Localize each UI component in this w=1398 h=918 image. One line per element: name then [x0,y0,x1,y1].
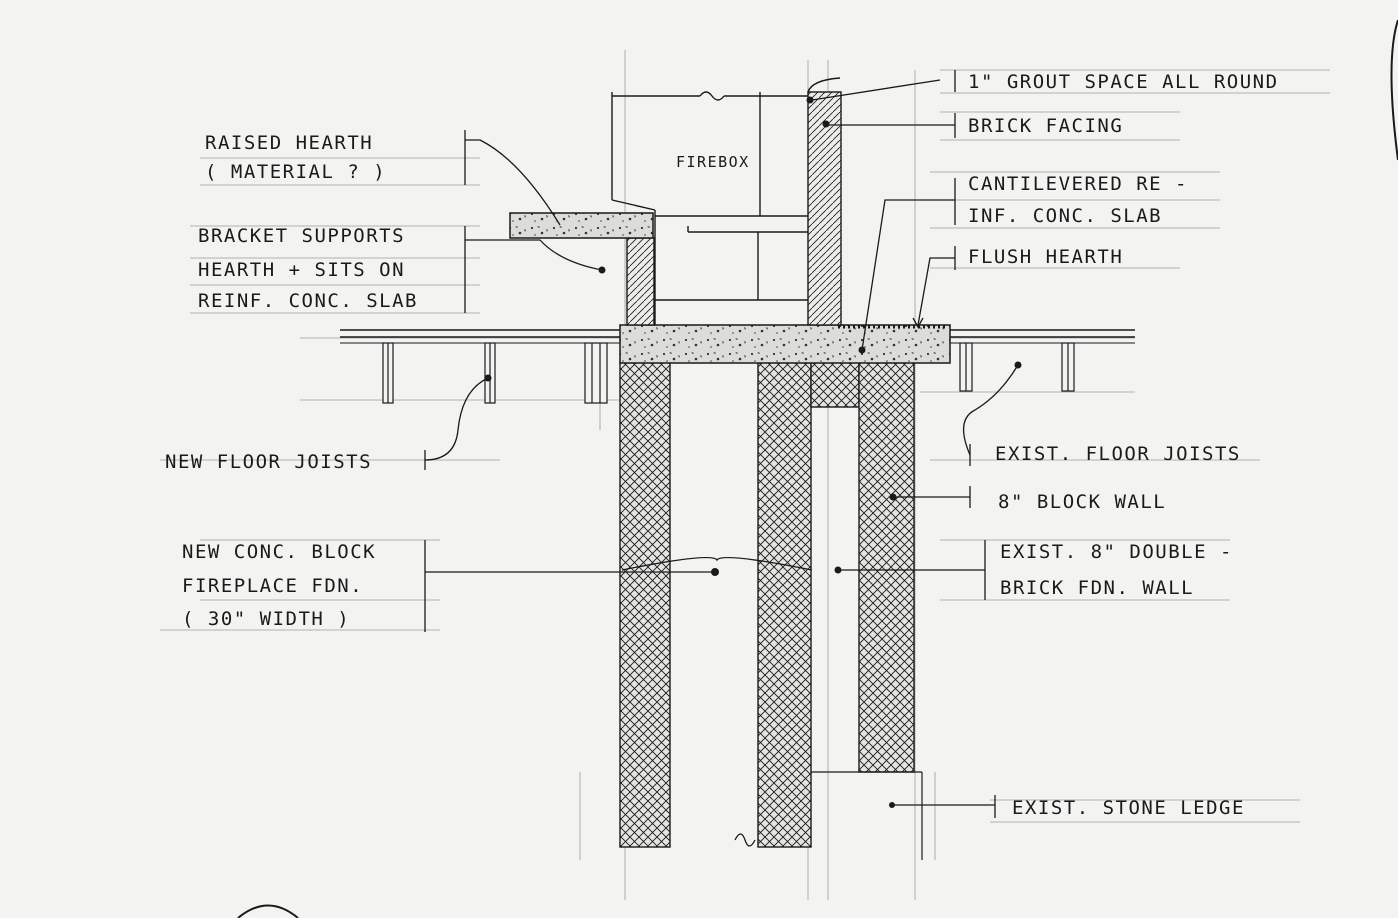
label-exist-fdn-1: EXIST. 8" DOUBLE - [1000,541,1233,563]
hearth-bracket [626,237,655,326]
label-stone-ledge: EXIST. STONE LEDGE [1012,797,1245,819]
label-bracket-1: BRACKET SUPPORTS [198,225,405,247]
label-raised-hearth-1: RAISED HEARTH [205,132,373,154]
label-new-fdn-3: ( 30" WIDTH ) [182,608,350,630]
labels: 1" GROUT SPACE ALL ROUND BRICK FACING FI… [165,71,1279,819]
stone-ledge [811,771,923,860]
label-block-wall: 8" BLOCK WALL [998,491,1166,513]
firebox-outline [611,91,808,325]
label-new-joists: NEW FLOOR JOISTS [165,451,372,473]
guide-lines [160,50,1330,900]
flush-hearth-arrow [912,317,924,329]
leader-dots [484,96,1022,808]
label-cantilevered-2: INF. CONC. SLAB [968,205,1162,227]
label-cantilevered-1: CANTILEVERED RE - [968,173,1188,195]
label-brick-facing: BRICK FACING [968,115,1123,137]
label-bracket-3: REINF. CONC. SLAB [198,290,418,312]
label-bracket-2: HEARTH + SITS ON [198,259,405,281]
label-exist-fdn-2: BRICK FDN. WALL [1000,577,1194,599]
title-bubble [237,904,299,918]
label-exist-joists: EXIST. FLOOR JOISTS [995,443,1241,465]
label-grout: 1" GROUT SPACE ALL ROUND [968,71,1279,93]
label-new-fdn-2: FIREPLACE FDN. [182,575,363,597]
edge-mark [1390,19,1398,161]
exist-floor-joists [959,342,1075,392]
brick-facing-wall [807,77,842,326]
label-firebox: FIREBOX [676,153,750,171]
label-flush-hearth: FLUSH HEARTH [968,246,1123,268]
reinforced-concrete-slab [619,324,951,364]
foundation-walls [619,361,915,848]
leader-lines [424,70,1019,818]
break-line-bottom [734,833,756,847]
new-floor-joists [382,342,608,404]
label-new-fdn-1: NEW CONC. BLOCK [182,541,376,563]
raised-hearth-slab [509,212,654,239]
label-raised-hearth-2: ( MATERIAL ? ) [205,161,386,183]
